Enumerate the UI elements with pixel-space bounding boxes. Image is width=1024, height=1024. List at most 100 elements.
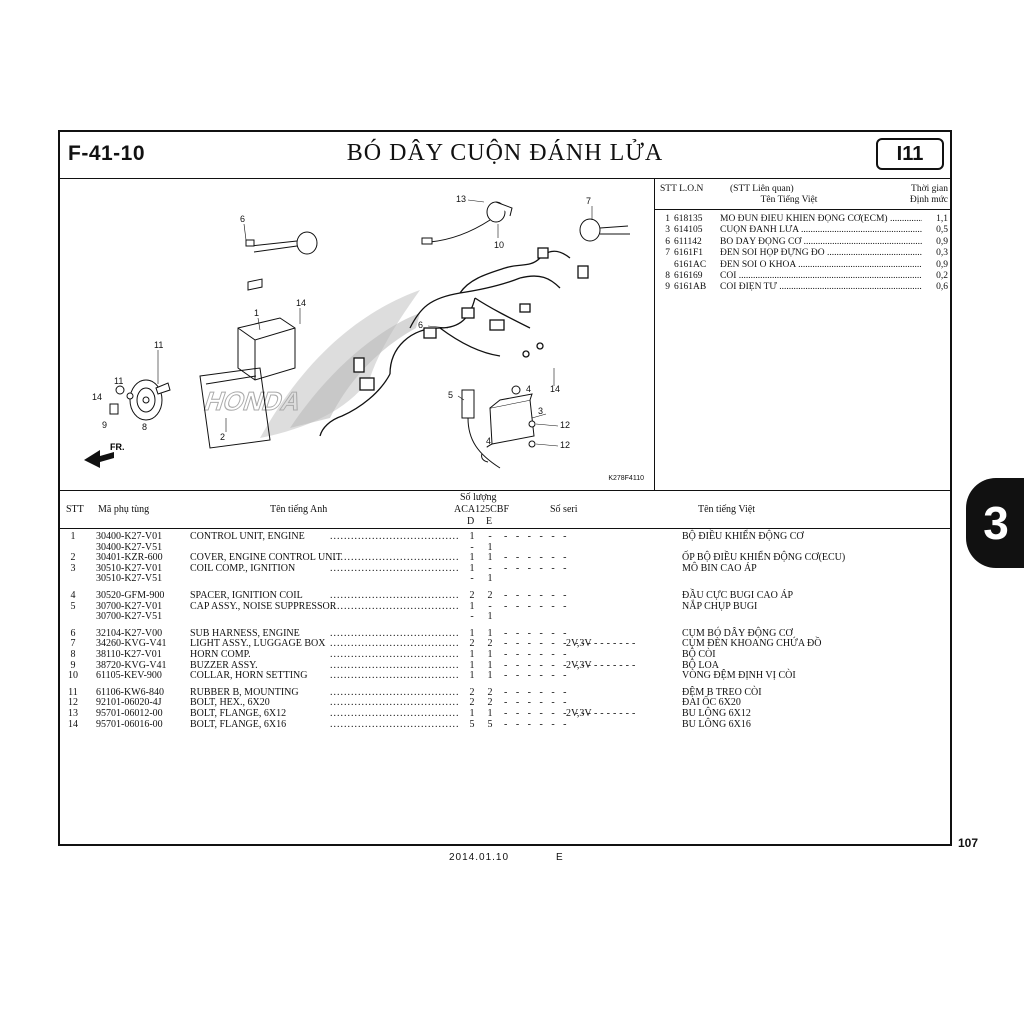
svg-text:4: 4 [526,384,531,394]
qty-d: 2 [469,589,475,601]
parts-table: STT Mã phụ tùng Tên tiếng Anh Số lượng A… [60,490,950,846]
dot-leader: ........................................… [330,639,458,650]
qty-e: 1 [487,707,493,719]
serial-dashes: - - - - - - [504,718,570,730]
labour-row: 8616169CÒI0,2 [660,271,948,282]
part-number: 61105-KEV-900 [96,670,162,682]
qty-d: - [470,541,474,553]
qty-d: 1 [469,707,475,719]
luggage-light-right [579,218,630,242]
labour-header-time: Thời gian [911,184,948,194]
part-number: 30510-K27-V51 [96,573,163,585]
qty-e: 1 [487,670,493,682]
dot-leader: ........................................… [330,660,458,671]
dot-leader: ........................................… [330,601,458,612]
page-title: BÓ DÂY CUỘN ĐÁNH LỬA [346,140,664,166]
part-name-en: BOLT, FLANGE, 6X12 [190,708,287,719]
qty-d: 1 [469,659,475,671]
part-stt: 13 [68,707,78,719]
buzzer [421,201,513,245]
labour-header-name: Tên Tiếng Việt [760,195,818,205]
col-model: ACA125CBF [454,504,510,515]
part-number: 30400-K27-V01 [96,531,163,542]
ignition-coil [461,385,536,469]
svg-text:7: 7 [586,196,591,206]
col-stt: STT [66,504,84,515]
qty-e: 1 [487,648,493,660]
col-qty: Số lượng [460,492,497,503]
part-number: 30520-GFM-900 [96,589,165,601]
dot-leader: ........................................… [330,687,458,698]
part-number: 92101-06020-4J [96,697,162,709]
qty-e: 1 [487,659,493,671]
section-badge: I11 [876,138,944,170]
part-name-en: CAP ASSY., NOISE SUPPRESSOR [190,601,337,612]
honda-text: HONDA [201,387,306,416]
part-name-vn: ĐỆM B TREO CÒI [682,686,762,698]
dot-leader: ........................................… [330,553,458,564]
table-row: 30700-K27-V51-1 [60,612,950,623]
part-name-vn: ĐAI ỐC 6X20 [682,697,741,709]
part-name-en: LIGHT ASSY., LUGGAGE BOX [190,639,326,650]
svg-text:8: 8 [142,422,147,432]
serial-note: 2V,3V [566,707,592,719]
part-name-vn: ĐẦU CỰC BUGI CAO ÁP [682,589,794,601]
dot-leader: ........................................… [330,590,458,601]
part-name-vn: BU LÔNG 6X16 [682,718,751,730]
section-tab: 3 [966,478,1024,568]
part-name-en: COIL COMP., IGNITION [190,563,296,574]
sub-harness [319,247,589,437]
part-name-en: SPACER, IGNITION COIL [190,590,303,601]
serial-dashes: - - - - - - [504,531,570,542]
qty-e: - [488,600,492,612]
part-number: 30400-K27-V51 [96,541,163,553]
part-name-en: COVER, ENGINE CONTROL UNIT [190,553,342,564]
qty-e: 2 [487,697,493,709]
qty-e: 1 [487,611,493,623]
part-number: 38110-K27-V01 [96,648,162,660]
part-number: 61106-KW6-840 [96,686,164,698]
part-name-vn: BỘ CÒI [682,648,716,660]
serial-dashes: - - - - - - [504,670,570,682]
qty-d: 2 [469,638,475,650]
svg-text:6: 6 [240,214,245,224]
diagram-ref-code: K278F4110 [608,475,644,482]
qty-d: 5 [469,718,475,730]
qty-e: 5 [487,718,493,730]
qty-e: 1 [487,627,493,639]
col-part-no: Mã phụ tùng [98,504,150,515]
serial-note: 2V,3V [566,659,592,671]
serial-dashes: - - - - - - [504,589,570,601]
dot-leader: ........................................… [330,719,458,730]
part-name-en: SUB HARNESS, ENGINE [190,628,300,639]
svg-text:2: 2 [220,432,225,442]
part-name-en: BOLT, FLANGE, 6X16 [190,719,287,730]
serial-dashes: - - - - - - [504,697,570,709]
front-arrow: FR. [84,442,125,468]
qty-e: - [488,531,492,542]
col-d: D [467,516,475,527]
luggage-light-left [245,231,318,255]
labour-time-table: STT L.O.N (STT Liên quan) Tên Tiếng Việt… [654,178,952,490]
serial-dashes: - - - - - - [504,600,570,612]
part-name-en: COLLAR, HORN SETTING [190,671,308,682]
svg-text:3: 3 [538,406,543,416]
qty-e: 2 [487,686,493,698]
callout-labels: 6 7 13 10 14 1 6 11 11 14 9 8 2 14 4 5 3 [92,194,591,450]
part-name-en: HORN COMP. [190,649,251,660]
footer-edition: E [556,852,564,863]
col-name-en: Tên tiếng Anh [270,504,328,515]
part-name-en: CONTROL UNIT, ENGINE [190,532,305,542]
labour-header-related: (STT Liên quan) [730,184,794,194]
